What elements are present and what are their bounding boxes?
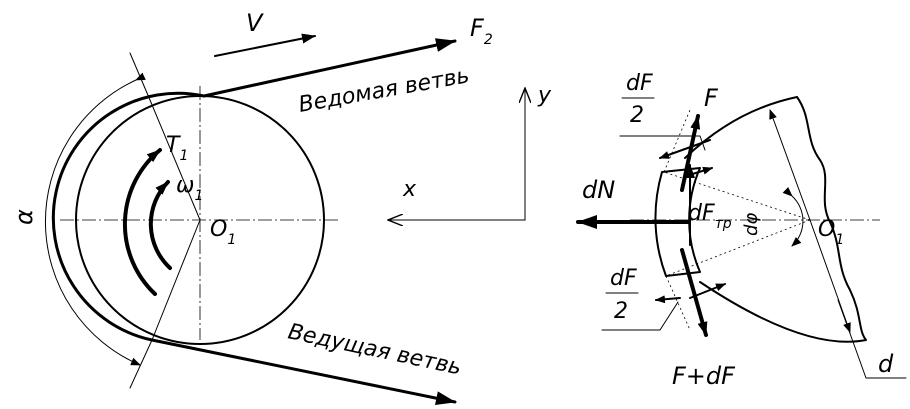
bottom-tangent-extension [129,339,153,389]
half-df-top-arrow [659,139,711,159]
frac-top-leader [619,135,706,151]
diameter-arrow-down [809,219,851,333]
driving-branch-line [150,338,457,406]
top-tangent-extension [129,52,151,101]
coordinate-axes: y x [388,83,552,220]
axis-y-label: y [537,83,552,108]
radius-to-top-tangent [149,99,201,221]
frac-bottom-denominator: 2 [614,299,628,324]
half-df-bottom-arrow-2 [655,295,681,304]
force-f-arrow [680,114,701,192]
belt-element-group: dF 2 dF 2 F F+dF dN dFтр dφ O1 d [576,71,907,390]
frac-top-denominator: 2 [630,103,644,128]
belt-element-sector [654,167,701,277]
half-df-top-arrow-2 [685,166,713,177]
radial-upper-ext [663,109,691,173]
tension-t1-label: T1 [166,133,188,164]
velocity-label: V [246,9,264,37]
dphi-label: dφ [741,213,762,236]
force-f2-label: F2 [470,14,493,48]
tension-arc-arrow [122,148,162,296]
driven-branch-line [202,38,457,98]
diameter-arrow-up [769,109,811,221]
pulley-body-outline [684,96,867,343]
diameter-leader [837,299,907,379]
wrap-angle-alpha-label: α [10,209,38,225]
center-o1-right-label: O1 [818,217,844,248]
center-o1-left-label: O1 [210,217,236,248]
velocity-arrow [214,33,316,57]
left-pulley-group: V F2 Ведомая ветвь Ведущая ветвь T1 ω1 O… [10,9,493,406]
dphi-angle-arc [782,186,804,247]
frac-bottom-numerator: dF [610,266,637,291]
wrap-angle-arc [44,72,146,366]
friction-force-label: dFтр [688,201,732,232]
frac-bottom-leader [601,301,679,331]
omega-arc-arrow [148,180,172,270]
diameter-label: d [878,350,894,378]
axis-x-label: x [402,177,417,202]
force-fdf-label: F+dF [672,362,736,390]
force-f-label: F [704,84,719,112]
force-fdf-arrow [680,248,708,337]
omega-label: ω1 [176,173,203,204]
normal-force-label: dN [582,176,615,204]
frac-top-numerator: dF [626,71,653,96]
radial-lower-ext [665,275,691,331]
radius-to-bottom-tangent [151,219,201,341]
half-df-bottom-arrow [689,283,726,299]
